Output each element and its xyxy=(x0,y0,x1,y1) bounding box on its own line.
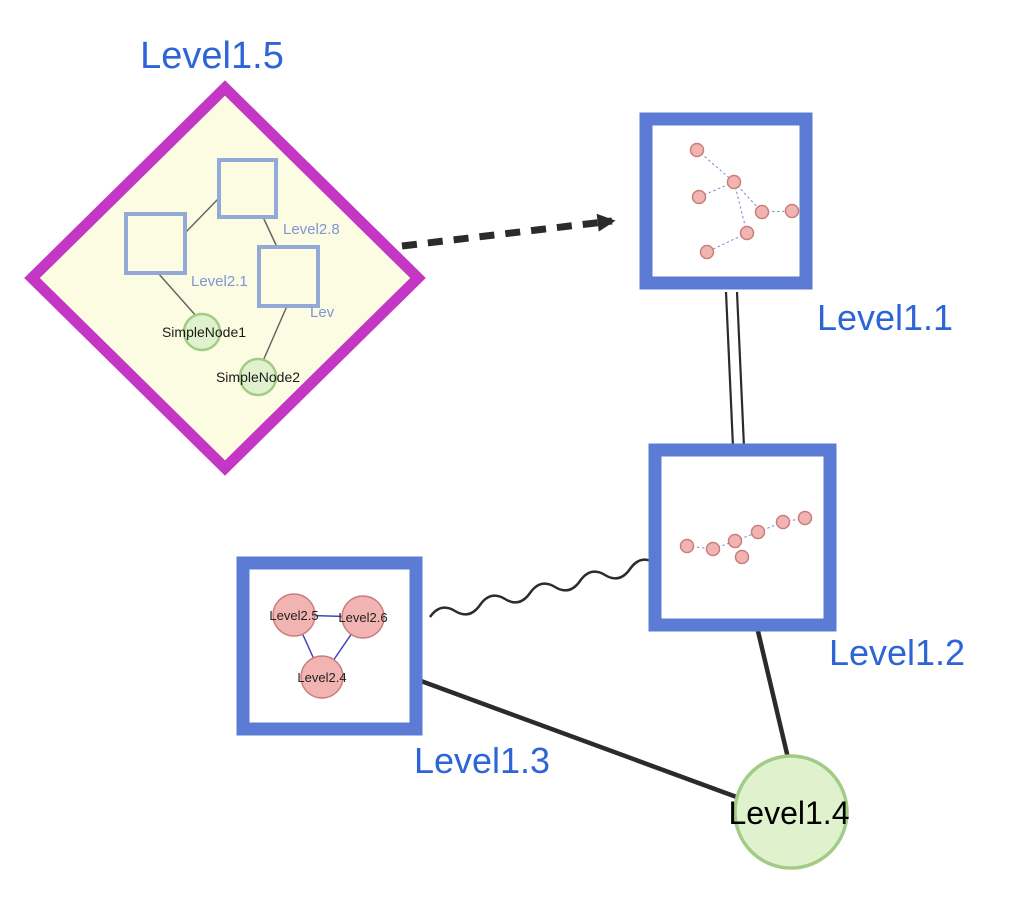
level11-subgraph xyxy=(689,142,800,260)
mini-node xyxy=(726,174,742,190)
mini-node xyxy=(754,204,770,220)
node-level14[interactable]: Level1.4 xyxy=(729,754,850,870)
mini-node xyxy=(689,142,705,158)
node-level24[interactable]: Level2.4 xyxy=(297,655,347,699)
node-level26[interactable]: Level2.6 xyxy=(338,595,388,639)
group-label-level15: Level1.5 xyxy=(140,35,284,77)
mini-node xyxy=(691,189,707,205)
node-label-lev: Lev xyxy=(310,304,335,321)
group-label-level11: Level1.1 xyxy=(817,297,953,338)
mini-node xyxy=(679,538,695,554)
mini-node xyxy=(734,549,750,565)
level15-inner-edges xyxy=(157,197,288,362)
level12-subgraph xyxy=(679,510,813,565)
group-node-level13[interactable]: Level2.5 Level2.6 Level2.4 Level1.3 xyxy=(236,556,550,781)
mini-node xyxy=(727,533,743,549)
mini-node xyxy=(705,541,721,557)
edge-level12-level14[interactable] xyxy=(754,626,791,759)
mini-node xyxy=(784,203,800,219)
group-node-level15[interactable]: Level1.5 Level2.8 Level2.1 Lev SimpleNod… xyxy=(24,35,426,476)
node-lev[interactable] xyxy=(257,245,320,308)
edges-layer xyxy=(401,213,791,802)
node-label-level25: Level2.5 xyxy=(269,608,318,623)
node-label-simplenode1: SimpleNode1 xyxy=(162,324,246,340)
mini-node xyxy=(699,244,715,260)
node-label-simplenode2: SimpleNode2 xyxy=(216,369,300,385)
node-label-level28: Level2.8 xyxy=(283,221,340,238)
node-label-level21: Level2.1 xyxy=(191,273,248,290)
node-simplenode2[interactable]: SimpleNode2 xyxy=(216,357,300,397)
group-node-level12[interactable]: Level1.2 xyxy=(648,443,965,673)
edge-level15-level11-dashed-arrow[interactable] xyxy=(401,213,616,250)
mini-node xyxy=(739,225,755,241)
node-label-level26: Level2.6 xyxy=(338,610,387,625)
mini-node xyxy=(750,524,766,540)
node-label-level14: Level1.4 xyxy=(729,795,850,831)
edge-level13-level14[interactable] xyxy=(420,678,743,802)
node-level28[interactable] xyxy=(217,158,278,219)
mini-node xyxy=(775,514,791,530)
node-simplenode1[interactable]: SimpleNode1 xyxy=(162,312,246,352)
group-label-level13: Level1.3 xyxy=(414,740,550,781)
mini-node xyxy=(797,510,813,526)
node-level25[interactable]: Level2.5 xyxy=(269,593,319,637)
group-node-level11[interactable]: Level1.1 xyxy=(639,112,953,338)
node-label-level24: Level2.4 xyxy=(297,670,346,685)
edge-level12-level13-wavy[interactable] xyxy=(428,558,656,618)
level13-subgraph: Level2.5 Level2.6 Level2.4 xyxy=(269,593,388,699)
group-label-level12: Level1.2 xyxy=(829,632,965,673)
node-level21[interactable] xyxy=(124,212,187,275)
edge-level11-level12-double[interactable] xyxy=(724,291,746,448)
